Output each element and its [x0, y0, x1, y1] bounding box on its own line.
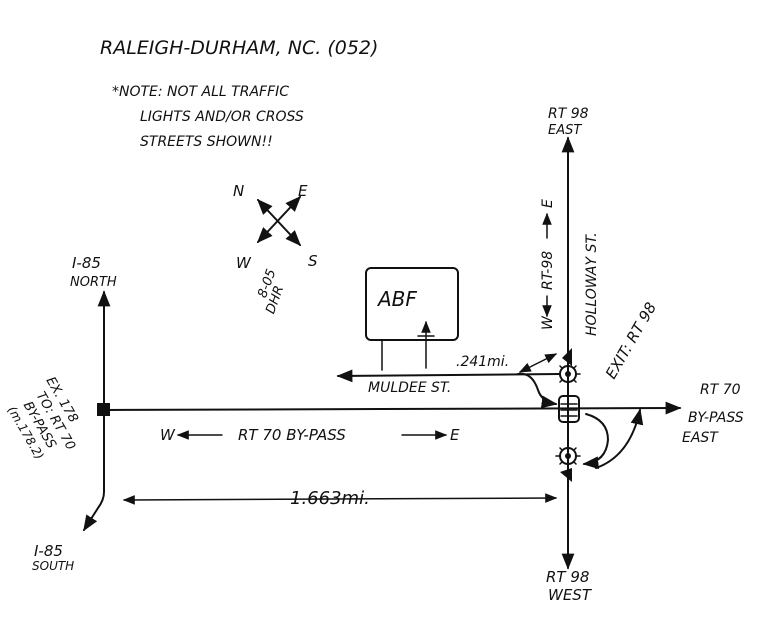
note-line-1: *NOTE: NOT ALL TRAFFIC: [112, 84, 289, 100]
compass-ns-axis: [256, 198, 302, 247]
abf-building: ABF: [365, 267, 459, 371]
svg-text:W: W: [540, 315, 556, 330]
dist-long-arrow: [122, 493, 558, 505]
svg-text:RT 98: RT 98: [546, 568, 589, 586]
label-rt70-east: RT 70 BY-PASS EAST: [682, 382, 744, 446]
label-rt98-vertical: W RT-98 E: [540, 199, 556, 330]
svg-text:W: W: [160, 426, 176, 444]
i85-road: [83, 290, 111, 532]
svg-text:RT 70 BY-PASS: RT 70 BY-PASS: [238, 426, 346, 444]
label-exit178: EX. 178 TO: RT 70 BY-PASS (m.178.2): [5, 375, 81, 462]
exit178-marker: [97, 403, 110, 416]
svg-text:EAST: EAST: [682, 430, 719, 446]
map-title: RALEIGH-DURHAM, NC. (052): [100, 37, 378, 59]
label-rt98-west: RT 98 WEST: [546, 568, 593, 604]
note-line-2: LIGHTS AND/OR CROSS: [140, 109, 304, 125]
svg-text:I-85: I-85: [72, 254, 101, 272]
bridge-overpass: [558, 395, 580, 423]
svg-text:RT 98: RT 98: [548, 106, 589, 122]
svg-text:RT 70: RT 70: [700, 382, 741, 398]
traffic-light-south: [555, 443, 581, 469]
svg-text:I-85: I-85: [34, 542, 63, 560]
svg-text:NORTH: NORTH: [70, 275, 117, 290]
note-line-3: STREETS SHOWN!!: [140, 134, 273, 150]
compass-ew-axis: [256, 195, 302, 244]
abf-label: ABF: [376, 287, 417, 311]
svg-text:E: E: [540, 199, 556, 208]
label-dist-long: 1.663mi.: [290, 488, 370, 509]
label-i85-north: I-85 NORTH: [70, 254, 117, 290]
label-muldee-st: MULDEE ST.: [368, 380, 451, 396]
dist-short-arrow: [518, 353, 558, 373]
compass-e-label: E: [298, 182, 308, 200]
label-holloway-st: HOLLOWAY ST.: [584, 232, 600, 336]
svg-text:SOUTH: SOUTH: [32, 559, 74, 573]
svg-text:EAST: EAST: [548, 123, 582, 138]
compass-w-label: W: [236, 254, 252, 272]
interchange-ramps: [517, 348, 644, 482]
svg-text:RT-98: RT-98: [540, 251, 556, 290]
label-dist-short: .241mi.: [456, 354, 509, 370]
label-rt98-east: RT 98 EAST: [548, 106, 589, 138]
svg-text:BY-PASS: BY-PASS: [688, 410, 744, 426]
compass-n-label: N: [233, 182, 244, 200]
svg-text:WEST: WEST: [548, 586, 593, 604]
label-i85-south: I-85 SOUTH: [32, 542, 74, 573]
compass-rose: N E S W 8-05 DHR: [233, 182, 318, 316]
label-rt70-bypass: W RT 70 BY-PASS E: [160, 426, 460, 444]
compass-s-label: S: [308, 252, 318, 270]
traffic-light-north: [555, 361, 581, 387]
svg-text:E: E: [450, 426, 460, 444]
rt70-bypass-road: [103, 401, 682, 415]
label-exit-rt98: EXIT: RT 98: [602, 299, 660, 382]
